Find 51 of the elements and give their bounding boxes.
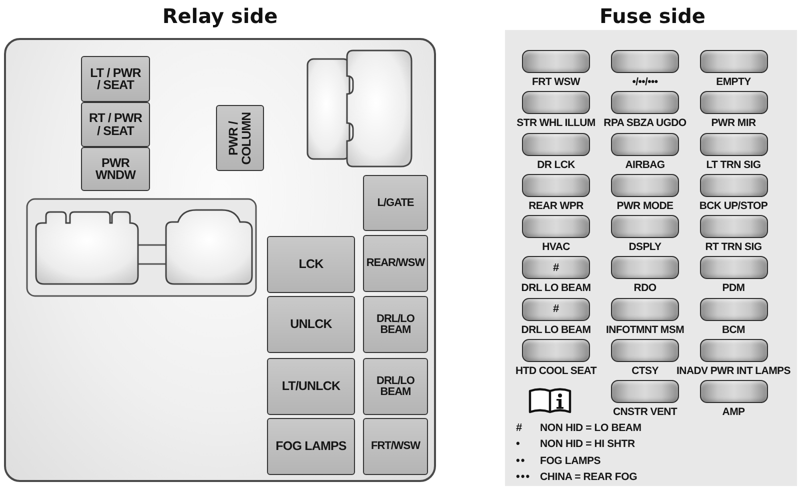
key-text: CHINA = REAR FOG [540, 470, 638, 484]
fuse-label: STR WHL ILLUM [516, 117, 596, 130]
relay: L/GATE [363, 175, 428, 231]
fuse-label: INADV PWR INT LAMPS [676, 364, 790, 377]
fuse-label: CNSTR VENT [612, 406, 678, 418]
key-symbol: • [516, 437, 521, 452]
relay: RT / PWR / SEAT [81, 102, 150, 147]
fuse-label: PWR MIR [711, 117, 756, 130]
key-text: NON HID = LO BEAM [540, 421, 642, 435]
fuse-label: DRL LO BEAM [521, 324, 591, 336]
fuse-label: RT TRN SIG [705, 241, 762, 253]
fuse-label: DR LCK [537, 158, 575, 170]
fuse-label: CTSY [632, 364, 658, 377]
fuse-label: HVAC [542, 241, 570, 253]
relay: LT / PWR / SEAT [81, 56, 150, 102]
fuse-label: EMPTY [716, 76, 751, 88]
fuse: # [522, 298, 590, 320]
relay: PWR / COLUMN [216, 105, 264, 171]
key-symbol: ••• [516, 470, 531, 484]
fuse-label: BCK UP/STOP [699, 200, 768, 212]
fuse-label: AMP [722, 406, 745, 418]
fuse-label: DRL LO BEAM [521, 282, 591, 294]
relay: UNLCK [267, 296, 355, 353]
key-text: NON HID = HI SHTR [540, 437, 635, 452]
fuse-label: •/••/••• [632, 76, 658, 88]
fuse-label: HTD COOL SEAT [516, 364, 596, 377]
fuse-label: INFOTMNT MSM [606, 324, 684, 336]
fuse-label: RDO [634, 282, 656, 294]
panel-heading: Fuse side [600, 3, 706, 29]
relay: FRT/WSW [363, 418, 428, 475]
fuse-label: DSPLY [628, 241, 662, 253]
key-symbol: •• [516, 454, 526, 468]
fuse-label: RPA SBZA UGDO [604, 117, 686, 130]
fuse-label: PDM [722, 282, 745, 294]
fuse-label: BCM [722, 324, 745, 336]
fuse-label: FRT WSW [532, 76, 580, 88]
relay: DRL/LO BEAM [363, 296, 428, 353]
relay: FOG LAMPS [267, 418, 355, 475]
key-text: FOG LAMPS [540, 454, 601, 468]
relay: LCK [267, 236, 355, 293]
relay: PWR WNDW [81, 147, 150, 191]
relay: DRL/LO BEAM [363, 358, 428, 415]
fuse: # [522, 256, 590, 280]
fuse-label: AIRBAG [625, 158, 665, 170]
fuse-label: PWR MODE [616, 200, 674, 212]
key-symbol: # [516, 421, 524, 435]
fuse-label: LT TRN SIG [706, 158, 761, 170]
relay: REAR/WSW [363, 235, 428, 292]
fuse-label: REAR WPR [528, 200, 584, 212]
relay: LT/UNLCK [267, 358, 355, 415]
panel-heading: Relay side [162, 3, 278, 29]
